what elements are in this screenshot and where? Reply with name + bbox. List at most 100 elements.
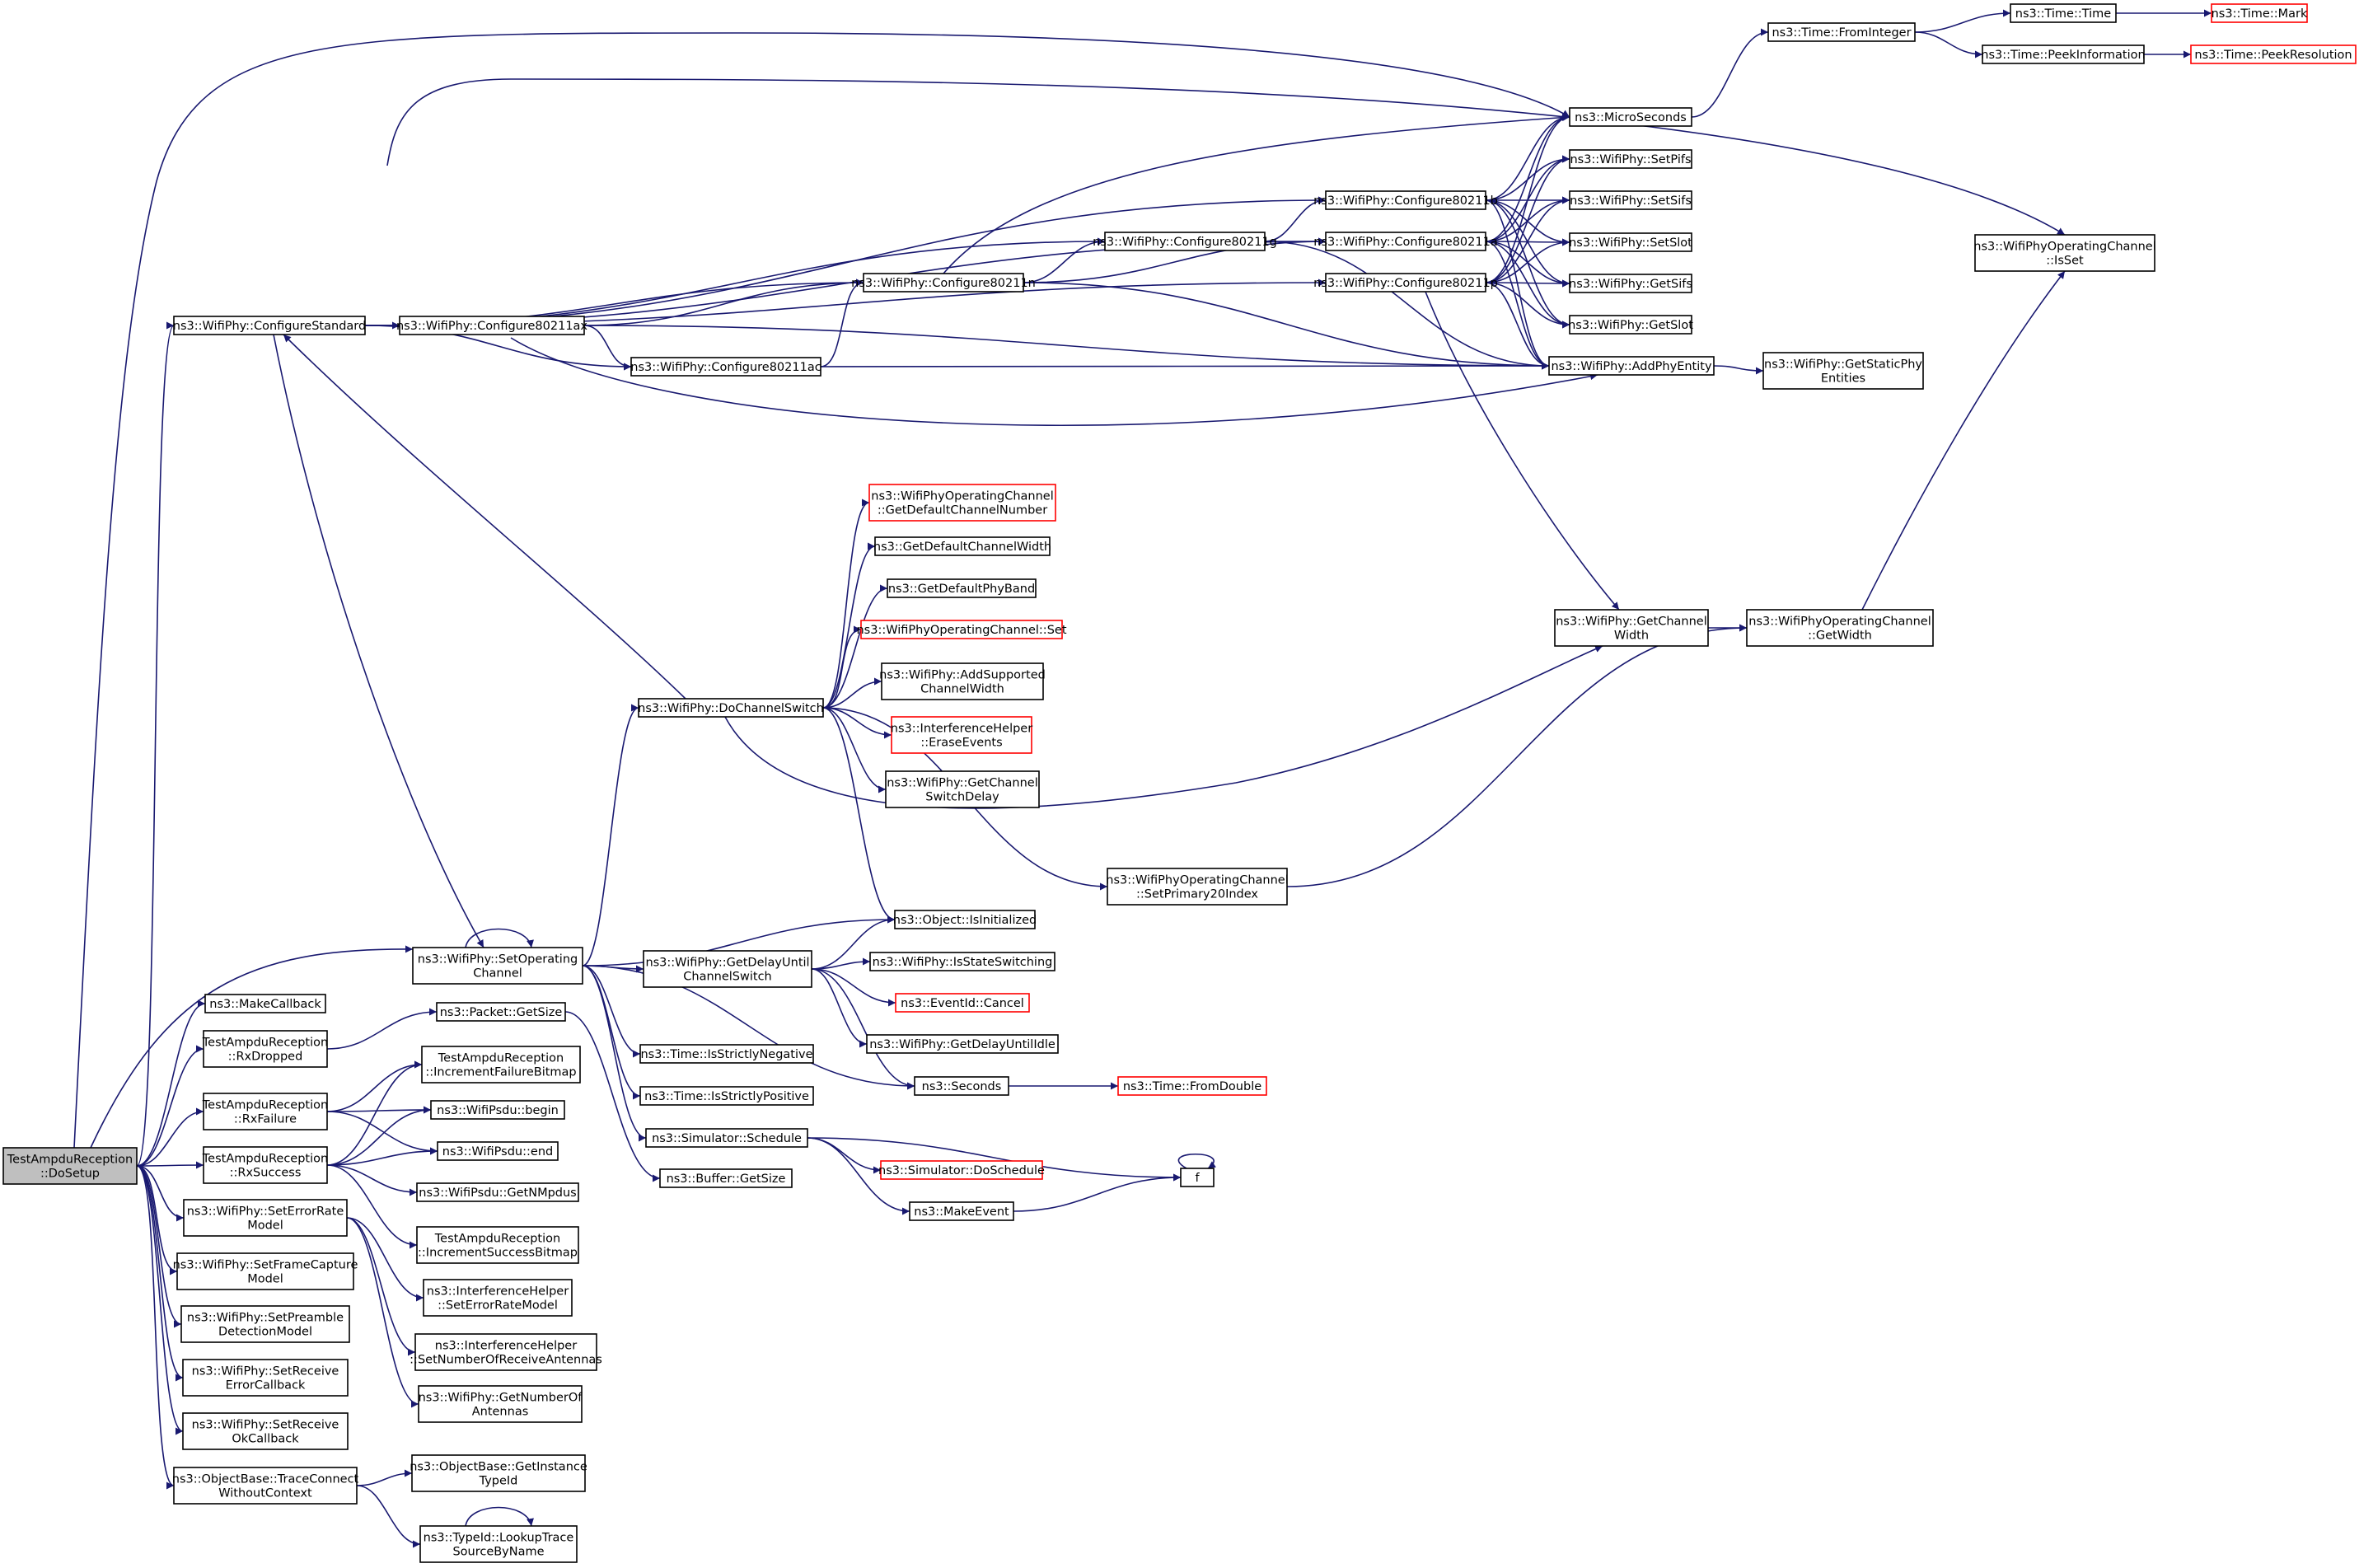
node-n50[interactable]: ns3::Packet::GetSize xyxy=(436,1002,566,1022)
node-n6[interactable]: ns3::Time::PeekInformation xyxy=(1981,44,2146,64)
edge-n33-to-n32 xyxy=(1286,624,1748,887)
node-n46[interactable]: ns3::MakeEvent xyxy=(909,1201,1014,1221)
node-n0[interactable]: TestAmpduReception::DoSetup xyxy=(2,1147,138,1185)
node-n42[interactable]: ns3::Time::IsStrictlyNegative xyxy=(639,1044,814,1064)
node-n20[interactable]: ns3::WifiPhy::Configure80211n xyxy=(851,273,1036,293)
node-box xyxy=(1569,190,1692,210)
node-n57[interactable]: ns3::WifiPsdu::GetNMpdus xyxy=(416,1182,579,1202)
node-n7[interactable]: ns3::Time::PeekResolution xyxy=(2190,44,2357,64)
node-n60[interactable]: ns3::InterferenceHelper::SetErrorRateMod… xyxy=(423,1279,573,1317)
node-n67[interactable]: ns3::ObjectBase::TraceConnectWithoutCont… xyxy=(172,1467,359,1505)
node-box xyxy=(2211,3,2308,23)
node-n48[interactable]: ns3::MakeCallback xyxy=(204,994,326,1013)
node-n34[interactable]: ns3::Object::IsInitialized xyxy=(893,910,1037,929)
node-label: Model xyxy=(247,1273,283,1286)
node-n23[interactable]: ns3::WifiPhyOperatingChannel::GetDefault… xyxy=(868,484,1056,522)
node-n32[interactable]: ns3::WifiPhyOperatingChannel::GetWidth xyxy=(1746,609,1934,647)
node-n37[interactable]: ns3::WifiPhy::IsStateSwitching xyxy=(869,952,1055,971)
node-n3[interactable]: ns3::Time::FromInteger xyxy=(1767,22,1916,42)
node-n15[interactable]: ns3::WifiPhyOperatingChannel::IsSet xyxy=(1973,234,2156,272)
node-n9[interactable]: ns3::WifiPhy::SetSifs xyxy=(1569,190,1692,210)
node-label: ::IncrementFailureBitmap xyxy=(425,1066,576,1079)
node-label: ns3::InterferenceHelper xyxy=(427,1285,569,1299)
node-n28[interactable]: ns3::InterferenceHelper::EraseEvents xyxy=(891,716,1032,754)
edge-n0-to-n49 xyxy=(136,1045,204,1167)
edge-n35-to-n30 xyxy=(582,704,639,967)
node-n51[interactable]: ns3::Buffer::GetSize xyxy=(659,1168,793,1188)
node-label: TestAmpduReception xyxy=(202,1099,328,1112)
node-n45[interactable]: ns3::Simulator::DoSchedule xyxy=(878,1160,1045,1180)
node-label: ns3::Time::IsStrictlyNegative xyxy=(640,1048,812,1061)
node-n4[interactable]: ns3::Time::Time xyxy=(2010,3,2117,23)
node-n21[interactable]: ns3::WifiPhy::Configure80211ax xyxy=(396,316,587,335)
node-n2[interactable]: ns3::MicroSeconds xyxy=(1569,107,1692,127)
node-label: ns3::WifiPhy::AddSupported xyxy=(879,669,1046,682)
node-label: ns3::WifiPhy::GetStaticPhy xyxy=(1764,358,1922,372)
node-label: ns3::WifiPhyOperatingChannel xyxy=(1748,615,1931,629)
node-n30[interactable]: ns3::WifiPhy::DoChannelSwitch xyxy=(638,698,824,718)
node-n39[interactable]: ns3::WifiPhy::GetDelayUntilIdle xyxy=(866,1034,1059,1054)
node-n43[interactable]: ns3::Time::IsStrictlyPositive xyxy=(639,1086,814,1106)
node-n26[interactable]: ns3::WifiPhyOperatingChannel::Set xyxy=(856,620,1067,639)
node-n1[interactable]: ns3::WifiPhy::ConfigureStandard xyxy=(173,316,366,335)
node-n10[interactable]: ns3::WifiPhy::SetSlot xyxy=(1569,232,1692,252)
node-label: ns3::EventId::Cancel xyxy=(901,997,1024,1010)
node-n58[interactable]: TestAmpduReception::IncrementSuccessBitm… xyxy=(416,1226,579,1264)
node-label: ::RxSuccess xyxy=(230,1167,302,1180)
node-n55[interactable]: ns3::WifiPsdu::end xyxy=(437,1141,559,1161)
node-label: ::IncrementSuccessBitmap xyxy=(418,1247,578,1260)
node-box xyxy=(1554,609,1709,647)
node-label: ns3::Time::IsStrictlyPositive xyxy=(644,1090,809,1103)
node-n11[interactable]: ns3::WifiPhy::GetSifs xyxy=(1569,274,1692,293)
node-n8[interactable]: ns3::WifiPhy::SetPifs xyxy=(1569,149,1692,169)
node-n5[interactable]: ns3::Time::Mark xyxy=(2211,3,2308,23)
node-n59[interactable]: ns3::WifiPhy::SetErrorRateModel xyxy=(183,1199,348,1237)
node-n12[interactable]: ns3::WifiPhy::GetSlot xyxy=(1568,315,1693,335)
edge-n0-to-n63 xyxy=(136,1165,178,1275)
node-n18[interactable]: ns3::WifiPhy::Configure80211p xyxy=(1313,273,1498,293)
node-n25[interactable]: ns3::GetDefaultPhyBand xyxy=(887,578,1037,598)
edge-n35-to-n42 xyxy=(582,965,641,1058)
node-n22[interactable]: ns3::WifiPhy::Configure80211ac xyxy=(630,357,821,377)
edge-n0-to-n65 xyxy=(136,1165,184,1382)
node-n61[interactable]: ns3::InterferenceHelper::SetNumberOfRece… xyxy=(410,1333,602,1371)
node-n56[interactable]: TestAmpduReception::RxSuccess xyxy=(202,1146,328,1184)
node-n24[interactable]: ns3::GetDefaultChannelWidth xyxy=(873,536,1051,556)
edge-n52-to-n54 xyxy=(326,1106,432,1114)
node-box xyxy=(887,578,1037,598)
node-n13[interactable]: ns3::WifiPhy::AddPhyEntity xyxy=(1548,356,1715,376)
edge-n67-to-n69 xyxy=(356,1485,421,1548)
node-n40[interactable]: ns3::Seconds xyxy=(914,1076,1009,1096)
node-n16[interactable]: ns3::WifiPhy::Configure80211b xyxy=(1313,190,1498,210)
node-n17[interactable]: ns3::WifiPhy::Configure80211a xyxy=(1313,232,1498,251)
node-n33[interactable]: ns3::WifiPhyOperatingChannel::SetPrimary… xyxy=(1106,868,1289,906)
node-box xyxy=(1180,1168,1215,1187)
edge-n18-to-n9 xyxy=(1485,196,1570,283)
node-n54[interactable]: ns3::WifiPsdu::begin xyxy=(430,1100,565,1120)
node-n52[interactable]: TestAmpduReception::RxFailure xyxy=(202,1093,328,1130)
node-n53[interactable]: TestAmpduReception::IncrementFailureBitm… xyxy=(421,1046,581,1084)
node-box xyxy=(638,698,824,718)
edge-n20-to-n17 xyxy=(1023,237,1327,283)
edge-n59-to-n60 xyxy=(346,1217,424,1302)
node-n41[interactable]: ns3::Time::FromDouble xyxy=(1117,1076,1267,1096)
node-n49[interactable]: TestAmpduReception::RxDropped xyxy=(202,1030,328,1068)
node-n44[interactable]: ns3::Simulator::Schedule xyxy=(645,1128,808,1148)
node-n19[interactable]: ns3::WifiPhy::Configure80211g xyxy=(1093,232,1277,251)
node-n38[interactable]: ns3::EventId::Cancel xyxy=(895,993,1030,1013)
node-n47[interactable]: f xyxy=(1180,1168,1215,1187)
